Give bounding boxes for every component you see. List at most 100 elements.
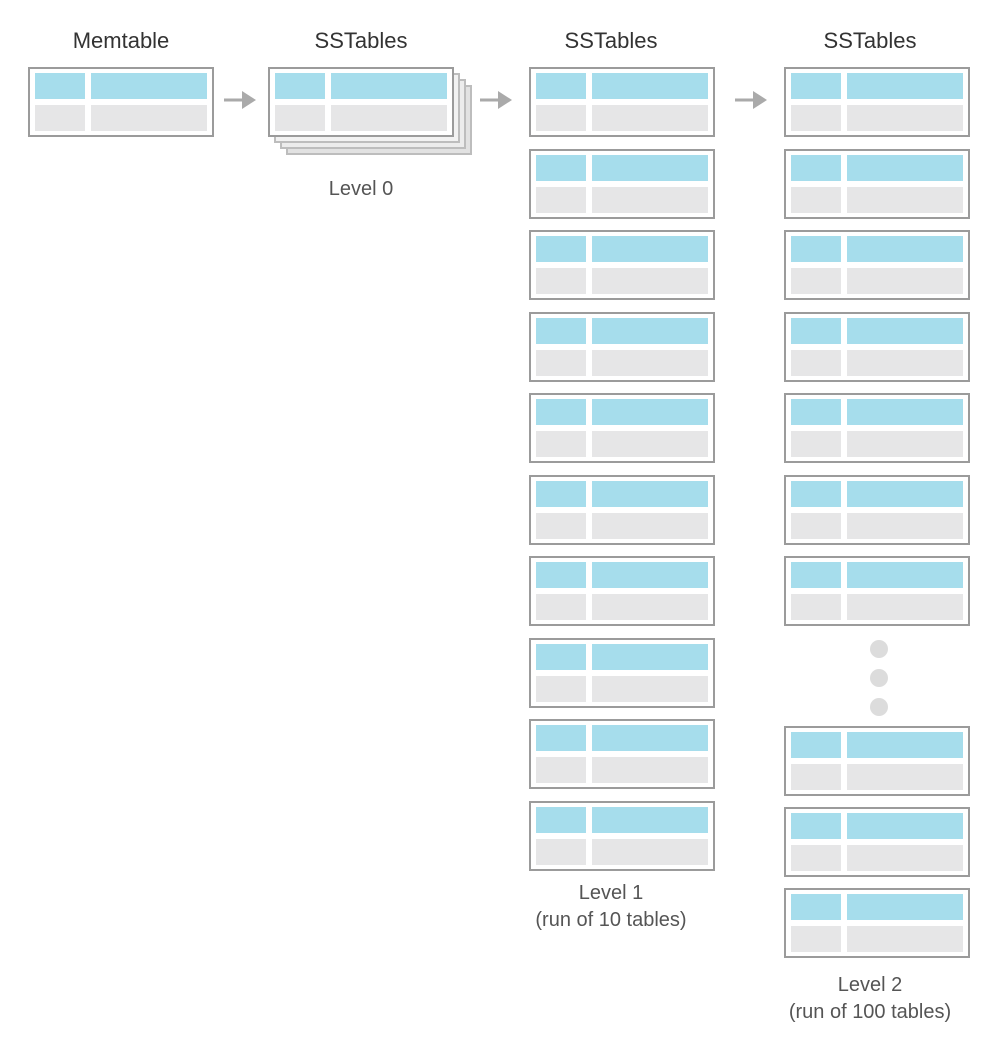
value-cell xyxy=(592,268,708,294)
level1-table xyxy=(529,67,715,137)
level2-table xyxy=(784,556,970,626)
key-cell xyxy=(536,806,586,833)
level2-table xyxy=(784,807,970,877)
key-cell xyxy=(791,105,841,131)
key-cell xyxy=(791,186,841,213)
value-cell xyxy=(592,562,708,588)
value-cell xyxy=(592,236,708,262)
level1-title: SSTables xyxy=(564,28,658,53)
key-cell xyxy=(275,73,325,99)
value-cell xyxy=(847,186,963,213)
key-cell xyxy=(536,399,586,425)
key-cell xyxy=(35,73,85,99)
value-cell xyxy=(592,643,708,670)
value-cell xyxy=(592,757,708,783)
value-cell xyxy=(592,806,708,833)
key-cell xyxy=(536,512,586,539)
level1-caption: Level 1 (run of 10 tables) xyxy=(506,880,716,934)
level1-table xyxy=(529,719,715,789)
key-cell xyxy=(536,154,586,181)
level1-table xyxy=(529,637,715,708)
value-cell xyxy=(592,431,708,457)
value-cell xyxy=(592,317,708,344)
value-cell xyxy=(847,268,963,294)
level2-table xyxy=(784,148,970,219)
level1-table xyxy=(529,474,715,545)
memtable-title: Memtable xyxy=(72,28,170,53)
value-cell xyxy=(847,764,963,790)
value-cell xyxy=(847,926,963,952)
level1-table xyxy=(529,556,715,626)
memtable-table xyxy=(28,67,214,137)
value-cell xyxy=(847,236,963,262)
value-cell xyxy=(91,73,207,99)
key-cell xyxy=(536,73,586,99)
key-cell xyxy=(536,725,586,751)
value-cell xyxy=(592,675,708,702)
value-cell xyxy=(592,186,708,213)
key-cell xyxy=(536,349,586,376)
arrow-right-icon xyxy=(480,91,512,109)
value-cell xyxy=(847,349,963,376)
value-cell xyxy=(847,431,963,457)
value-cell xyxy=(91,105,207,131)
key-cell xyxy=(791,562,841,588)
level2-table xyxy=(784,888,970,958)
value-cell xyxy=(847,894,963,920)
key-cell xyxy=(791,926,841,952)
key-cell xyxy=(791,594,841,620)
key-cell xyxy=(791,317,841,344)
level0-table xyxy=(268,67,454,137)
key-cell xyxy=(536,594,586,620)
key-cell xyxy=(536,480,586,507)
level0-caption: Level 0 xyxy=(268,176,454,203)
key-cell xyxy=(536,838,586,865)
value-cell xyxy=(847,813,963,839)
key-cell xyxy=(536,268,586,294)
value-cell xyxy=(847,399,963,425)
key-cell xyxy=(35,105,85,131)
key-cell xyxy=(791,512,841,539)
key-cell xyxy=(791,480,841,507)
key-cell xyxy=(536,317,586,344)
arrow-right-icon xyxy=(735,91,767,109)
value-cell xyxy=(592,73,708,99)
level2-caption-line1: Level 2 xyxy=(837,974,903,996)
level1-table xyxy=(529,311,715,382)
key-cell xyxy=(791,268,841,294)
key-cell xyxy=(791,399,841,425)
value-cell xyxy=(592,154,708,181)
level1-table xyxy=(529,148,715,219)
value-cell xyxy=(847,105,963,131)
value-cell xyxy=(847,73,963,99)
key-cell xyxy=(791,732,841,758)
key-cell xyxy=(536,757,586,783)
key-cell xyxy=(791,764,841,790)
level2-title: SSTables xyxy=(823,28,917,53)
value-cell xyxy=(847,317,963,344)
key-cell xyxy=(536,431,586,457)
key-cell xyxy=(791,845,841,871)
value-cell xyxy=(847,154,963,181)
value-cell xyxy=(592,512,708,539)
key-cell xyxy=(791,236,841,262)
key-cell xyxy=(791,431,841,457)
key-cell xyxy=(536,236,586,262)
level1-table xyxy=(529,230,715,300)
value-cell xyxy=(592,399,708,425)
key-cell xyxy=(791,349,841,376)
level1-caption-line1: Level 1 xyxy=(578,882,644,904)
level2-table xyxy=(784,393,970,463)
level2-table xyxy=(784,230,970,300)
ellipsis-dot xyxy=(870,640,888,658)
value-cell xyxy=(592,838,708,865)
key-cell xyxy=(791,73,841,99)
key-cell xyxy=(536,562,586,588)
arrow-right-icon xyxy=(224,91,256,109)
key-cell xyxy=(791,154,841,181)
level0-title: SSTables xyxy=(314,28,408,53)
level1-caption-line2: (run of 10 tables) xyxy=(535,909,687,931)
value-cell xyxy=(847,594,963,620)
key-cell xyxy=(791,894,841,920)
level2-table xyxy=(784,474,970,545)
